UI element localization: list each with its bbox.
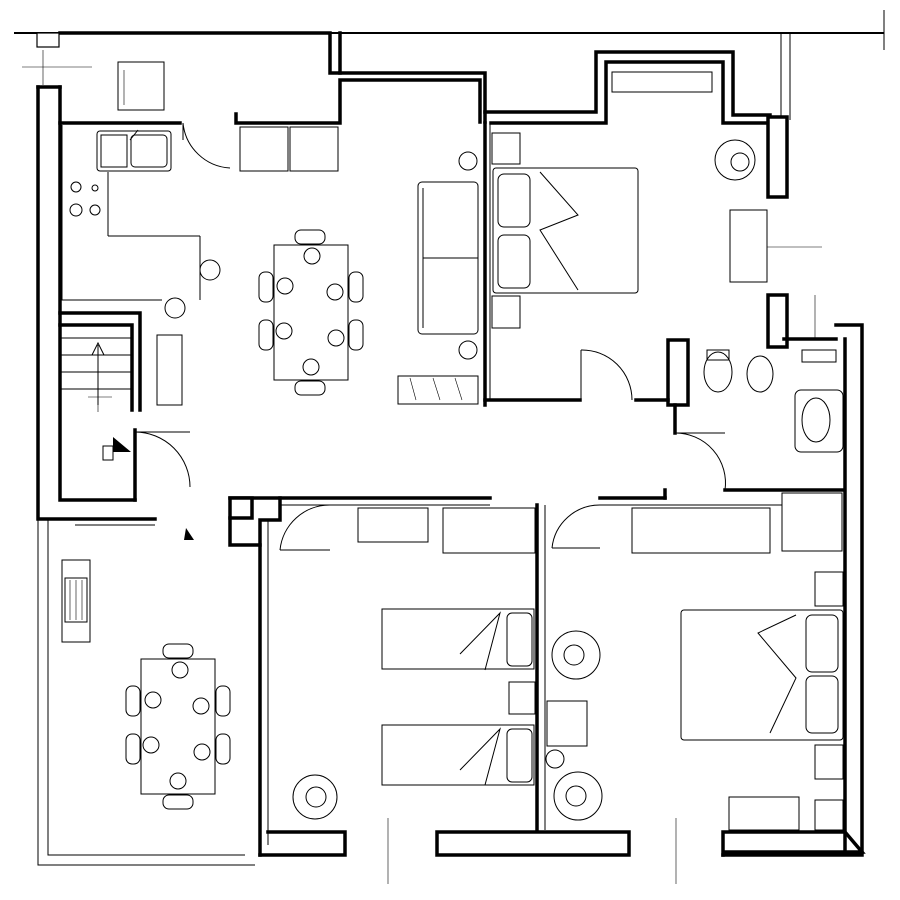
radiator-icon	[611, 71, 713, 93]
desk-icon	[156, 334, 183, 406]
north-marker-icon	[113, 437, 131, 452]
dining-table-icon	[273, 244, 349, 381]
bidet-icon	[746, 355, 774, 393]
kitchen-sink-icon	[96, 130, 172, 172]
stair	[60, 337, 132, 461]
double-bed-icon	[492, 167, 639, 294]
double-bed-icon	[680, 609, 844, 741]
walls	[36, 31, 866, 866]
dining-table-icon	[140, 658, 216, 795]
rug-icon	[397, 375, 479, 405]
bedroom-twin	[292, 507, 536, 820]
single-bed-icon	[381, 724, 535, 786]
stove-icon	[69, 181, 101, 217]
doors	[134, 122, 726, 551]
kitchen	[61, 61, 339, 319]
bedroom-master-north	[491, 71, 768, 329]
terrace	[61, 528, 231, 810]
single-bed-icon	[381, 608, 535, 670]
bathroom	[703, 349, 844, 552]
armchair-icon	[553, 771, 603, 821]
armchair-icon	[551, 630, 601, 680]
wardrobe-icon	[117, 61, 165, 111]
living-dining	[156, 151, 479, 406]
toilet-icon	[703, 351, 733, 393]
bedroom-master-south	[545, 507, 844, 831]
armchair-icon	[292, 774, 338, 820]
